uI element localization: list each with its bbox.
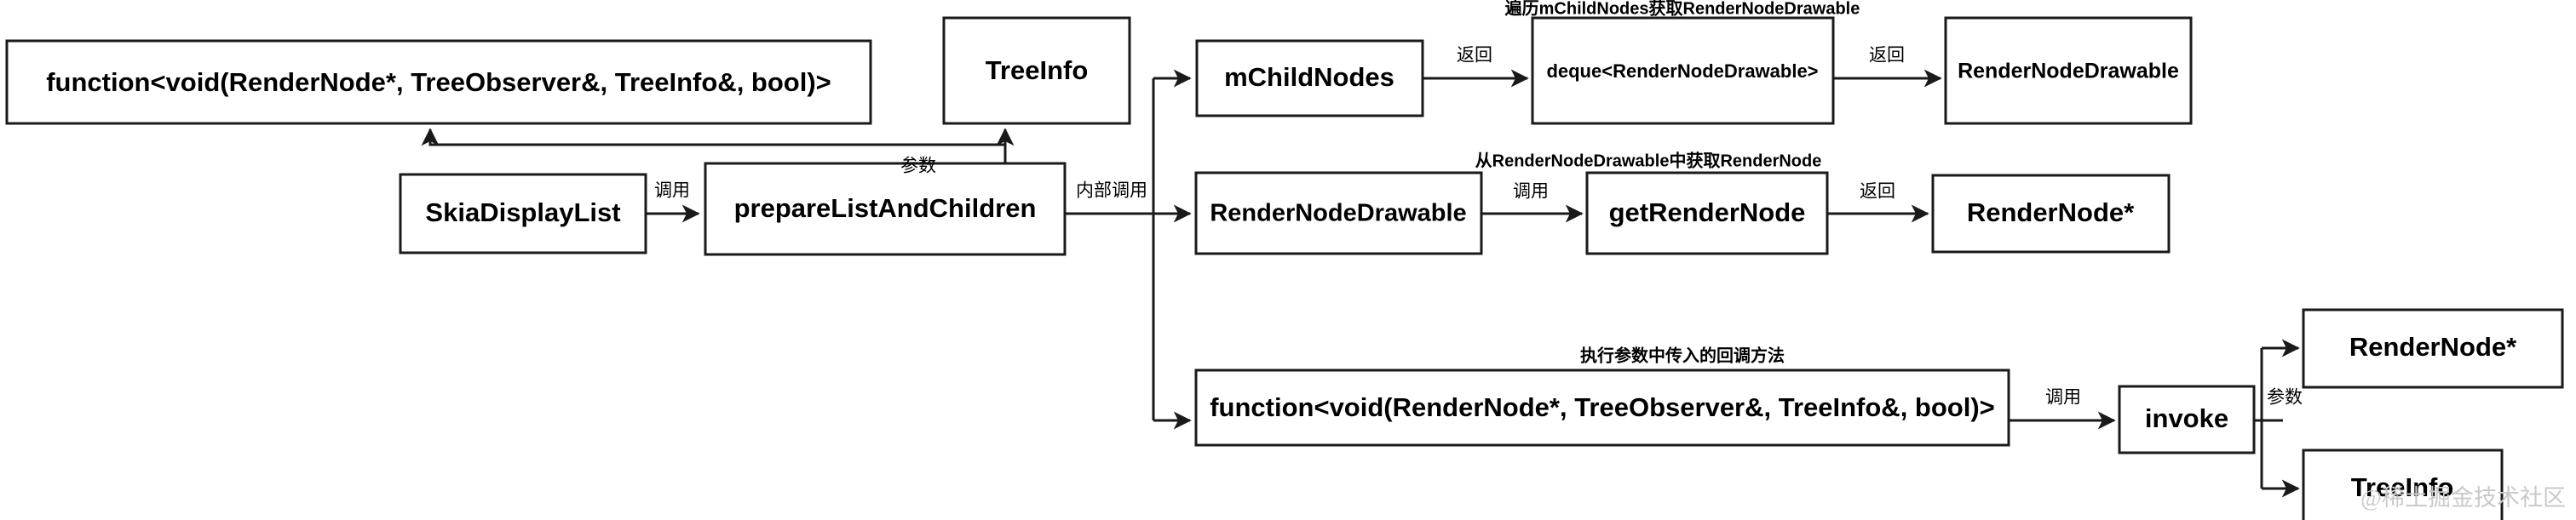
node-tree-info-bottom-label: TreeInfo	[2351, 472, 2454, 502]
node-m-child-nodes-label: mChildNodes	[1224, 62, 1394, 92]
node-skia-display-list[interactable]: SkiaDisplayList	[399, 173, 647, 254]
edge-label-deque-return: 返回	[1869, 46, 1905, 66]
node-render-node-ptr-mid[interactable]: RenderNode*	[1931, 174, 2171, 254]
edge-label-skia-calls-prepare: 调用	[654, 181, 690, 201]
node-tree-info-top[interactable]: TreeInfo	[942, 16, 1131, 125]
edge-label-getrendernode-return: 返回	[1860, 182, 1895, 202]
node-render-node-drawable-right[interactable]: RenderNodeDrawable	[1944, 16, 2193, 125]
edge-label-invoke-params: 参数	[2267, 388, 2303, 408]
node-deque-render-node-drawable[interactable]: deque<RenderNodeDrawable>	[1531, 16, 1835, 125]
node-invoke[interactable]: invoke	[2118, 385, 2256, 454]
node-render-node-ptr-mid-label: RenderNode*	[1967, 197, 2135, 227]
node-prepare-list-and-children[interactable]: prepareListAndChildren	[704, 162, 1067, 256]
edge-invoke-params-fork	[2254, 339, 2300, 498]
node-tree-info-bottom[interactable]: TreeInfo	[2302, 449, 2504, 520]
node-render-node-ptr-bottom-label: RenderNode*	[2349, 332, 2517, 362]
node-tree-info-top-label: TreeInfo	[986, 55, 1089, 85]
edge-label-prepare-internal-call: 内部调用	[1076, 181, 1147, 201]
annotation-traverse-child-nodes: 遍历mChildNodes获取RenderNodeDrawable	[1504, 0, 1860, 18]
node-callback-type-bottom[interactable]: function<void(RenderNode*, TreeObserver&…	[1194, 369, 2010, 447]
node-callback-type-top[interactable]: function<void(RenderNode*, TreeObserver&…	[5, 39, 872, 125]
node-render-node-ptr-bottom[interactable]: RenderNode*	[2302, 308, 2564, 389]
watermark-text: @稀土掘金技术社区	[2360, 485, 2566, 511]
edge-label-callback-calls-invoke: 调用	[2045, 388, 2081, 408]
node-render-node-drawable-mid-label: RenderNodeDrawable	[1210, 200, 1466, 227]
node-deque-render-node-drawable-label: deque<RenderNodeDrawable>	[1546, 60, 1818, 82]
node-render-node-drawable-mid[interactable]: RenderNodeDrawable	[1194, 171, 1483, 255]
edge-label-params-to-types: 参数	[900, 157, 936, 176]
edge-params-to-types	[421, 128, 1015, 163]
edge-label-drawable-calls-get: 调用	[1513, 182, 1549, 202]
edge-prepare-internal-branches	[1065, 69, 1192, 430]
node-m-child-nodes[interactable]: mChildNodes	[1195, 39, 1424, 117]
node-get-render-node[interactable]: getRenderNode	[1585, 171, 1829, 255]
annotation-get-node-from-drawable: 从RenderNodeDrawable中获取RenderNode	[1475, 150, 1822, 170]
node-get-render-node-label: getRenderNode	[1609, 197, 1806, 227]
node-prepare-list-and-children-label: prepareListAndChildren	[734, 193, 1037, 223]
node-render-node-drawable-right-label: RenderNodeDrawable	[1958, 60, 2179, 83]
node-invoke-label: invoke	[2145, 403, 2228, 433]
edge-label-mchildnodes-return: 返回	[1457, 46, 1492, 66]
node-skia-display-list-label: SkiaDisplayList	[425, 197, 620, 227]
node-callback-type-bottom-label: function<void(RenderNode*, TreeObserver&…	[1210, 392, 1995, 422]
annotation-execute-callback: 执行参数中传入的回调方法	[1580, 345, 1785, 365]
node-callback-type-top-label: function<void(RenderNode*, TreeObserver&…	[46, 67, 831, 97]
